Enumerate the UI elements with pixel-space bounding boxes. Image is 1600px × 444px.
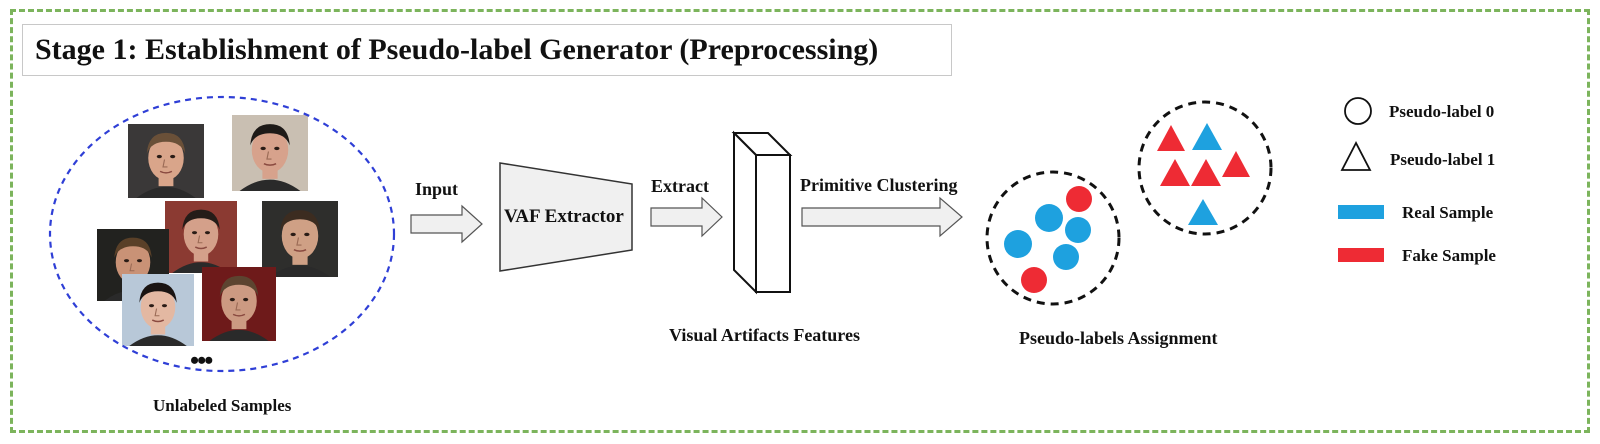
- clustering-arrow: [801, 196, 963, 238]
- more-samples-ellipsis: •••: [190, 346, 213, 375]
- legend-fake-swatch: [1338, 248, 1384, 262]
- extract-arrow: [650, 196, 723, 238]
- extract-label: Extract: [651, 176, 709, 196]
- legend-pseudo1-label: Pseudo-label 1: [1390, 150, 1496, 169]
- cluster-0-boundary: [985, 170, 1121, 306]
- face-thumbnail: [262, 201, 338, 277]
- legend-real-label: Real Sample: [1402, 203, 1494, 222]
- input-label: Input: [415, 179, 459, 199]
- stage-title: Stage 1: Establishment of Pseudo-label G…: [35, 33, 879, 66]
- legend-fake-label: Fake Sample: [1402, 246, 1496, 265]
- input-arrow: [410, 204, 483, 244]
- real-sample-circle: [1035, 204, 1063, 232]
- fake-sample-triangle: [1191, 159, 1221, 186]
- real-sample-triangle: [1188, 199, 1218, 225]
- cluster-1-boundary: [1137, 100, 1273, 236]
- stage-frame: [10, 9, 1590, 433]
- legend-pseudo0-label: Pseudo-label 0: [1389, 102, 1495, 121]
- fake-sample-triangle: [1222, 151, 1250, 177]
- legend-triangle-icon: [1340, 141, 1372, 171]
- face-thumbnail: [165, 201, 237, 273]
- vaf-extractor-label: VAF Extractor: [504, 206, 624, 227]
- face-thumbnail: [202, 267, 276, 341]
- face-thumbnail: [128, 124, 204, 198]
- real-sample-triangle: [1192, 123, 1222, 150]
- fake-sample-triangle: [1157, 125, 1185, 151]
- legend-real-swatch: [1338, 205, 1384, 219]
- assignment-label: Pseudo-labels Assignment: [1019, 328, 1218, 348]
- real-sample-circle: [1053, 244, 1079, 270]
- real-sample-circle: [1004, 230, 1032, 258]
- fake-sample-circle: [1021, 267, 1047, 293]
- face-thumbnail: [122, 274, 194, 346]
- real-sample-circle: [1065, 217, 1091, 243]
- legend-circle-icon: [1344, 97, 1372, 125]
- title-box: Stage 1: Establishment of Pseudo-label G…: [22, 24, 952, 76]
- clustering-label: Primitive Clustering: [800, 175, 958, 195]
- face-thumbnail: [232, 115, 308, 191]
- samples-ellipse: [48, 95, 396, 373]
- samples-label: Unlabeled Samples: [153, 396, 292, 415]
- feature-block: [731, 130, 793, 295]
- vaf-extractor-shape: [499, 162, 633, 272]
- fake-sample-triangle: [1160, 159, 1190, 186]
- fake-sample-circle: [1066, 186, 1092, 212]
- features-label: Visual Artifacts Features: [669, 325, 860, 345]
